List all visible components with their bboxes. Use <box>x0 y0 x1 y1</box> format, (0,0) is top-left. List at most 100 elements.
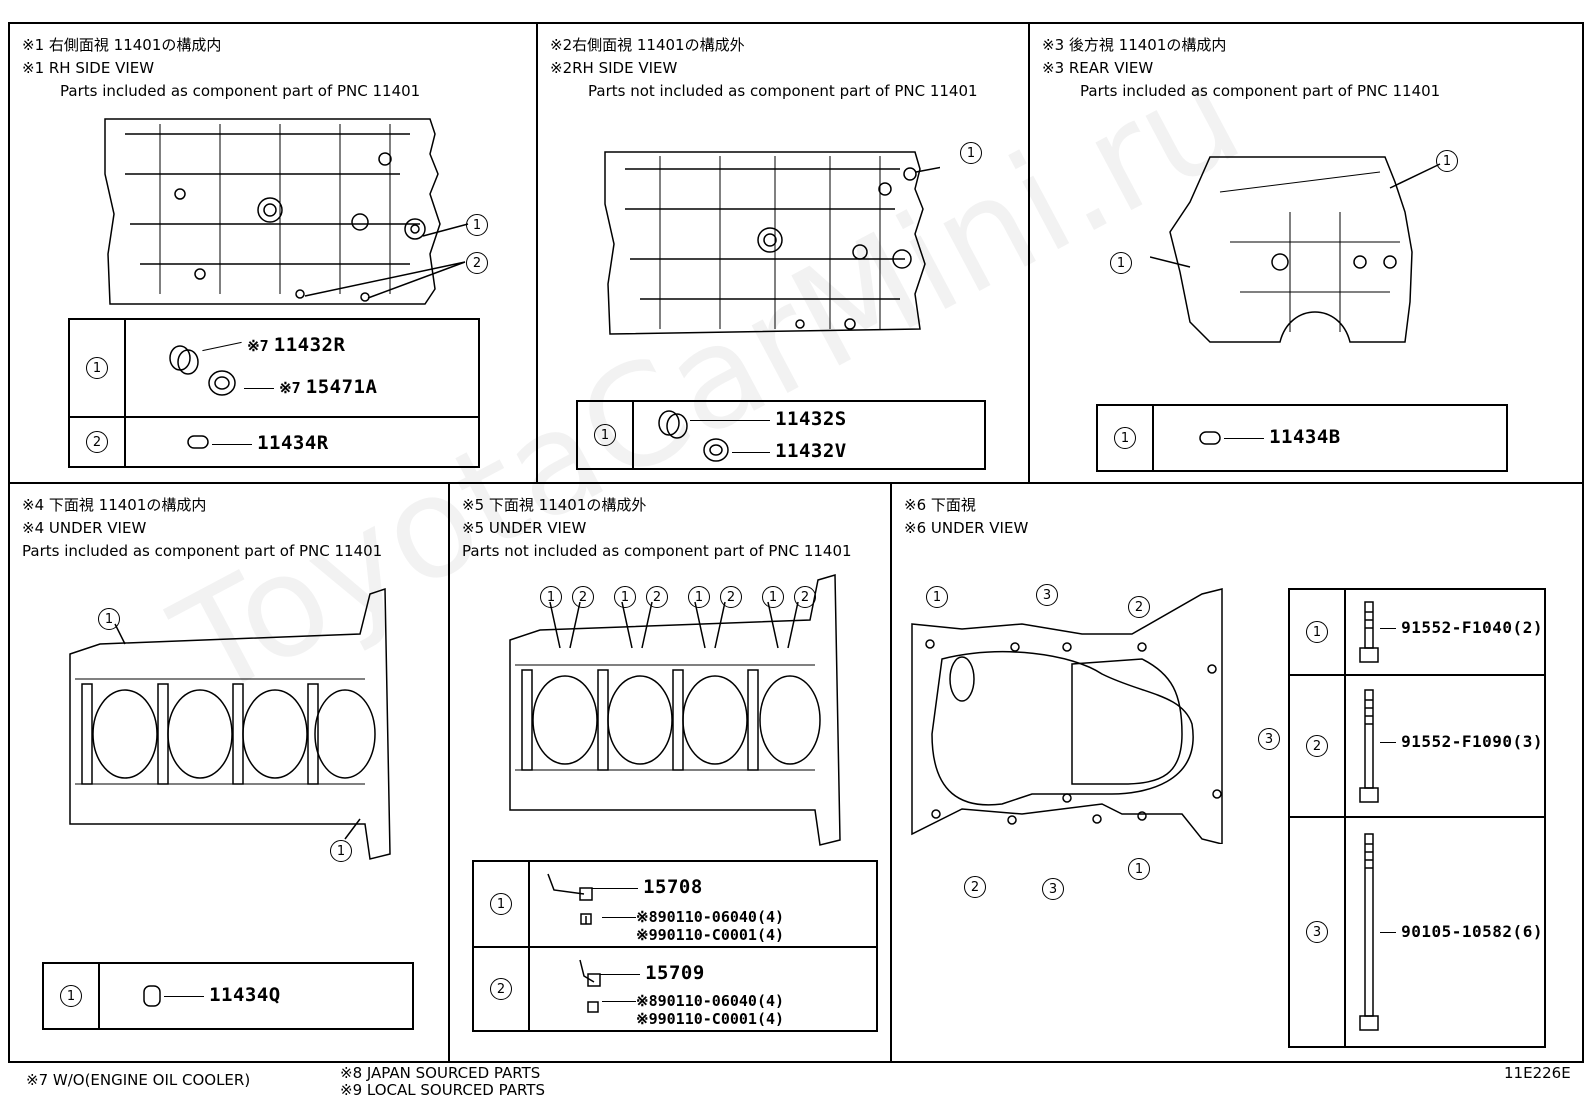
part-number-15709: 15709 <box>645 962 705 984</box>
header-jp: ※6 下面視 <box>904 496 976 514</box>
panel-rh-side-view-not-included: ※2右側面視 11401の構成外 ※2RH SIDE VIEW Parts no… <box>538 24 1030 484</box>
part-number-90110-06040: 90110-06040(4) <box>657 992 785 1010</box>
row-index: 1 <box>1306 621 1328 643</box>
header-en: ※1 RH SIDE VIEW <box>22 59 155 77</box>
header-en: ※6 UNDER VIEW <box>904 519 1029 537</box>
panel-header: ※1 右側面視 11401の構成内 ※1 RH SIDE VIEW Parts … <box>22 34 420 103</box>
callout-1: 1 <box>1436 150 1458 172</box>
panel-header: ※3 後方視 11401の構成内 ※3 REAR VIEW Parts incl… <box>1042 34 1440 103</box>
callout-1: 1 <box>466 214 488 236</box>
panel-under-view-included: ※4 下面視 11401の構成内 ※4 UNDER VIEW Parts inc… <box>10 484 450 1063</box>
panel-header: ※4 下面視 11401の構成内 ※4 UNDER VIEW Parts inc… <box>22 494 382 563</box>
parts-table: 1 15708 ※890110-06040(4) ※990110-C0001(4… <box>472 860 878 1032</box>
dowel-pin-icon <box>184 432 214 456</box>
callout-2-bottom: 2 <box>964 876 986 898</box>
bolt-icon <box>1356 830 1382 1044</box>
callout-1: 1 <box>762 586 784 608</box>
callout-3: 3 <box>1036 584 1058 606</box>
part-number-15708: 15708 <box>643 876 703 898</box>
engine-block-under-view-drawing <box>60 584 410 874</box>
callout-1: 1 <box>688 586 710 608</box>
oil-jet-icon <box>574 954 624 1028</box>
callout-3-right: 3 <box>1258 728 1280 750</box>
callout-2: 2 <box>720 586 742 608</box>
header-en: ※2RH SIDE VIEW <box>550 59 678 77</box>
callout-2: 2 <box>646 586 668 608</box>
footnote-7: ※7 W/O(ENGINE OIL COOLER) <box>26 1071 251 1089</box>
row-index: 1 <box>594 424 616 446</box>
row-index: 2 <box>86 431 108 453</box>
oil-jet-icon <box>544 868 614 942</box>
engine-block-under-view-drawing <box>500 570 860 860</box>
panel-under-view-bolts: ※6 下面視 ※6 UNDER VIEW 1 3 2 3 2 3 1 1 <box>892 484 1584 1063</box>
seal-ring-icon <box>206 368 242 402</box>
footnote-8: ※8 JAPAN SOURCED PARTS <box>340 1064 541 1082</box>
callout-2: 2 <box>794 586 816 608</box>
header-en: ※4 UNDER VIEW <box>22 519 147 537</box>
part-number-11432V: 11432V <box>775 440 847 462</box>
engine-block-rh-side-drawing <box>600 144 940 344</box>
callout-1-left: 1 <box>1110 252 1132 274</box>
footnote-9: ※9 LOCAL SOURCED PARTS <box>340 1081 545 1099</box>
parts-table: 1 11434Q <box>42 962 414 1030</box>
dowel-pin-icon <box>140 982 166 1014</box>
part-number-90110-C0001: 90110-C0001(4) <box>657 1010 785 1028</box>
callout-1: 1 <box>540 586 562 608</box>
callout-1: 1 <box>960 142 982 164</box>
row-index: 2 <box>490 978 512 1000</box>
parts-table: 1 ※7 11432R ※7 <box>68 318 480 468</box>
header-jp: ※1 右側面視 11401の構成内 <box>22 36 222 54</box>
header-en: ※3 REAR VIEW <box>1042 59 1154 77</box>
parts-table: 1 11434B <box>1096 404 1508 472</box>
header-jp: ※4 下面視 11401の構成内 <box>22 496 207 514</box>
header-jp: ※2右側面視 11401の構成外 <box>550 36 745 54</box>
callout-1-bottom: 1 <box>330 840 352 862</box>
callout-2: 2 <box>1128 596 1150 618</box>
part-number-90110-C0001: 90110-C0001(4) <box>657 926 785 944</box>
panel-rh-side-view-included: ※1 右側面視 11401の構成内 ※1 RH SIDE VIEW Parts … <box>10 24 538 484</box>
header-en: ※5 UNDER VIEW <box>462 519 587 537</box>
callout-1-top: 1 <box>98 608 120 630</box>
diagram-frame: ※1 右側面視 11401の構成内 ※1 RH SIDE VIEW Parts … <box>8 22 1584 1063</box>
bolt-icon <box>1356 686 1382 814</box>
part-number-11434R: 11434R <box>257 432 329 454</box>
seal-ring-icon <box>702 436 734 468</box>
panel-rear-view-included: ※3 後方視 11401の構成内 ※3 REAR VIEW Parts incl… <box>1030 24 1584 484</box>
bolt-icon <box>1356 598 1382 674</box>
bushing-icon <box>656 408 690 446</box>
oil-pan-under-view-drawing <box>902 584 1232 844</box>
part-number-15471A: 15471A <box>305 376 378 398</box>
callout-3-bottom: 3 <box>1042 878 1064 900</box>
row-index: 1 <box>490 893 512 915</box>
part-number-11434B: 11434B <box>1269 426 1341 448</box>
part-number-11432S: 11432S <box>775 408 847 430</box>
panel-header: ※6 下面視 ※6 UNDER VIEW <box>904 494 1028 540</box>
parts-table: 1 11432S 11432V <box>576 400 986 470</box>
row-index: 1 <box>1114 427 1136 449</box>
row-index: 2 <box>1306 735 1328 757</box>
bushing-icon <box>166 342 202 382</box>
engine-block-rear-drawing <box>1150 152 1450 352</box>
callout-1: 1 <box>614 586 636 608</box>
callout-2: 2 <box>466 252 488 274</box>
row-index: 3 <box>1306 921 1328 943</box>
part-number-90110-06040: 90110-06040(4) <box>657 908 785 926</box>
part-number-91552-F1040: 91552-F1040(2) <box>1401 618 1543 637</box>
callout-2: 2 <box>572 586 594 608</box>
part-number-11434Q: 11434Q <box>209 984 281 1006</box>
panel-header: ※2右側面視 11401の構成外 ※2RH SIDE VIEW Parts no… <box>550 34 978 103</box>
part-number-91552-F1090: 91552-F1090(3) <box>1401 732 1543 751</box>
row-index: 1 <box>86 357 108 379</box>
bolt-table: 1 91552-F1040(2) 2 <box>1288 588 1546 1048</box>
engine-block-rh-side-drawing <box>100 114 520 314</box>
part-number-90105-10582: 90105-10582(6) <box>1401 922 1543 941</box>
dowel-pin-icon <box>1196 428 1226 452</box>
header-desc: Parts included as component part of PNC … <box>60 82 421 100</box>
header-jp: ※3 後方視 11401の構成内 <box>1042 36 1227 54</box>
row-index: 1 <box>60 985 82 1007</box>
panel-header: ※5 下面視 11401の構成外 ※5 UNDER VIEW Parts not… <box>462 494 852 563</box>
header-desc: Parts included as component part of PNC … <box>1080 82 1441 100</box>
figure-code: 11E226E <box>1504 1064 1571 1082</box>
callout-1: 1 <box>926 586 948 608</box>
part-number-11432R: 11432R <box>273 334 346 356</box>
